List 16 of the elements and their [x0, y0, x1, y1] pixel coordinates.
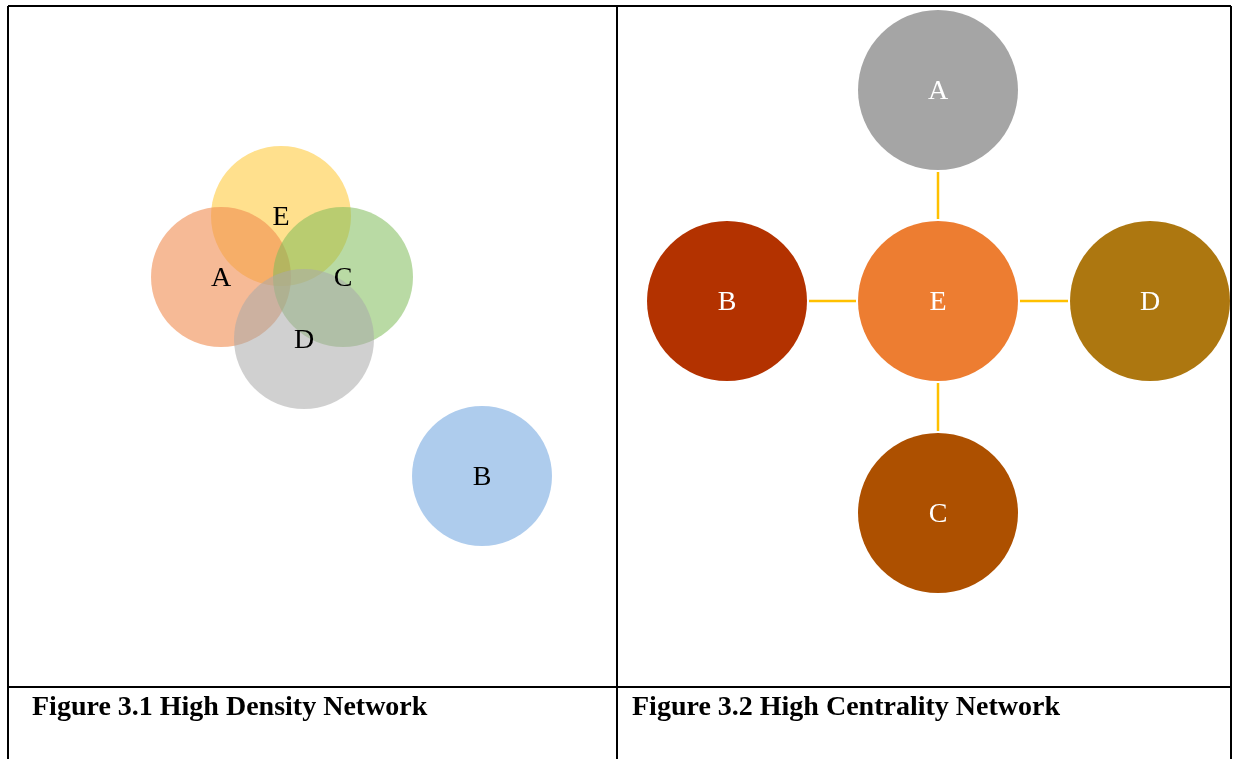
node-label: D: [1139, 285, 1161, 317]
connector-line: [1020, 299, 1068, 303]
node-label: B: [472, 460, 492, 492]
node-label: A: [210, 261, 232, 293]
connector-line: [936, 172, 940, 219]
connector-line: [936, 383, 940, 431]
node-label: A: [927, 74, 949, 106]
node-label: C: [333, 261, 353, 293]
node-label: D: [293, 323, 315, 355]
node-label: C: [928, 497, 948, 529]
node-label: B: [717, 285, 737, 317]
connector-line: [809, 299, 856, 303]
figure-caption: Figure 3.2 High Centrality Network: [632, 690, 1060, 722]
node-label: E: [272, 200, 290, 232]
figure-caption: Figure 3.1 High Density Network: [32, 690, 428, 722]
node-label: E: [929, 285, 947, 317]
